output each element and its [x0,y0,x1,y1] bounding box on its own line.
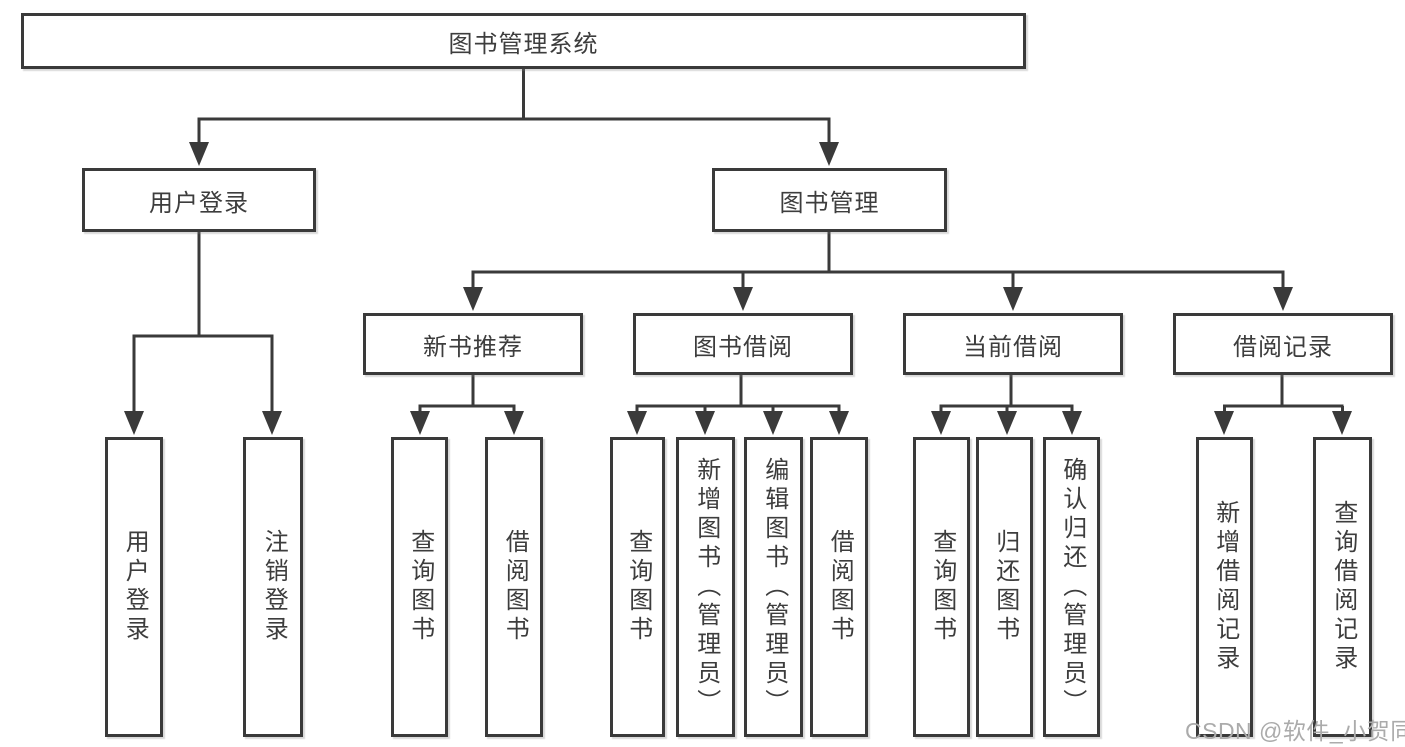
node-new-book-recommend: 新书推荐 [363,313,583,375]
leaf-query-borrow-record-label: 查询借阅记录 [1329,500,1357,674]
node-book-borrowing-label: 图书借阅 [693,333,793,361]
node-book-borrowing: 图书借阅 [633,313,853,375]
leaf-query-book-borrowing: 查询图书 [610,437,665,737]
node-root: 图书管理系统 [21,13,1026,69]
leaf-user-login-label: 用户登录 [121,529,149,645]
node-root-label: 图书管理系统 [448,30,599,58]
leaf-borrow-book-label: 借阅图书 [826,529,854,645]
leaf-add-book-admin-label: 新增图书（管理员） [692,456,720,718]
leaf-return-book-label: 归还图书 [991,529,1019,645]
leaf-query-book-current-label: 查询图书 [928,529,956,645]
leaf-confirm-return-admin-label: 确认归还（管理员） [1058,456,1086,718]
node-new-book-recommend-label: 新书推荐 [423,333,523,361]
leaf-query-book-recommend: 查询图书 [391,437,448,737]
leaf-borrow-book-recommend-label: 借阅图书 [501,529,529,645]
leaf-borrow-book-recommend: 借阅图书 [485,437,543,737]
leaf-add-borrow-record: 新增借阅记录 [1196,437,1253,737]
leaf-edit-book-admin: 编辑图书（管理员） [744,437,803,737]
node-user-login-label: 用户登录 [149,189,249,217]
leaf-add-borrow-record-label: 新增借阅记录 [1211,500,1239,674]
node-borrowing-records: 借阅记录 [1173,313,1393,375]
leaf-logout-label: 注销登录 [260,529,288,645]
leaf-query-book-borrowing-label: 查询图书 [624,529,652,645]
node-current-borrowing: 当前借阅 [903,313,1123,375]
csdn-watermark: CSDN @软件_小贺同学 [1185,718,1405,744]
leaf-logout: 注销登录 [243,437,303,737]
leaf-query-book-current: 查询图书 [913,437,970,737]
node-book-management: 图书管理 [712,168,947,232]
leaf-borrow-book: 借阅图书 [810,437,868,737]
leaf-query-borrow-record: 查询借阅记录 [1313,437,1372,737]
leaf-edit-book-admin-label: 编辑图书（管理员） [760,456,788,718]
node-book-management-label: 图书管理 [779,189,880,217]
leaf-query-book-recommend-label: 查询图书 [406,529,434,645]
leaf-add-book-admin: 新增图书（管理员） [676,437,735,737]
leaf-confirm-return-admin: 确认归还（管理员） [1043,437,1100,737]
arrowheads [124,142,1352,435]
leaf-return-book: 归还图书 [976,437,1033,737]
leaf-user-login: 用户登录 [105,437,163,737]
node-user-login: 用户登录 [82,168,316,232]
node-borrowing-records-label: 借阅记录 [1233,333,1333,361]
node-current-borrowing-label: 当前借阅 [963,333,1063,361]
